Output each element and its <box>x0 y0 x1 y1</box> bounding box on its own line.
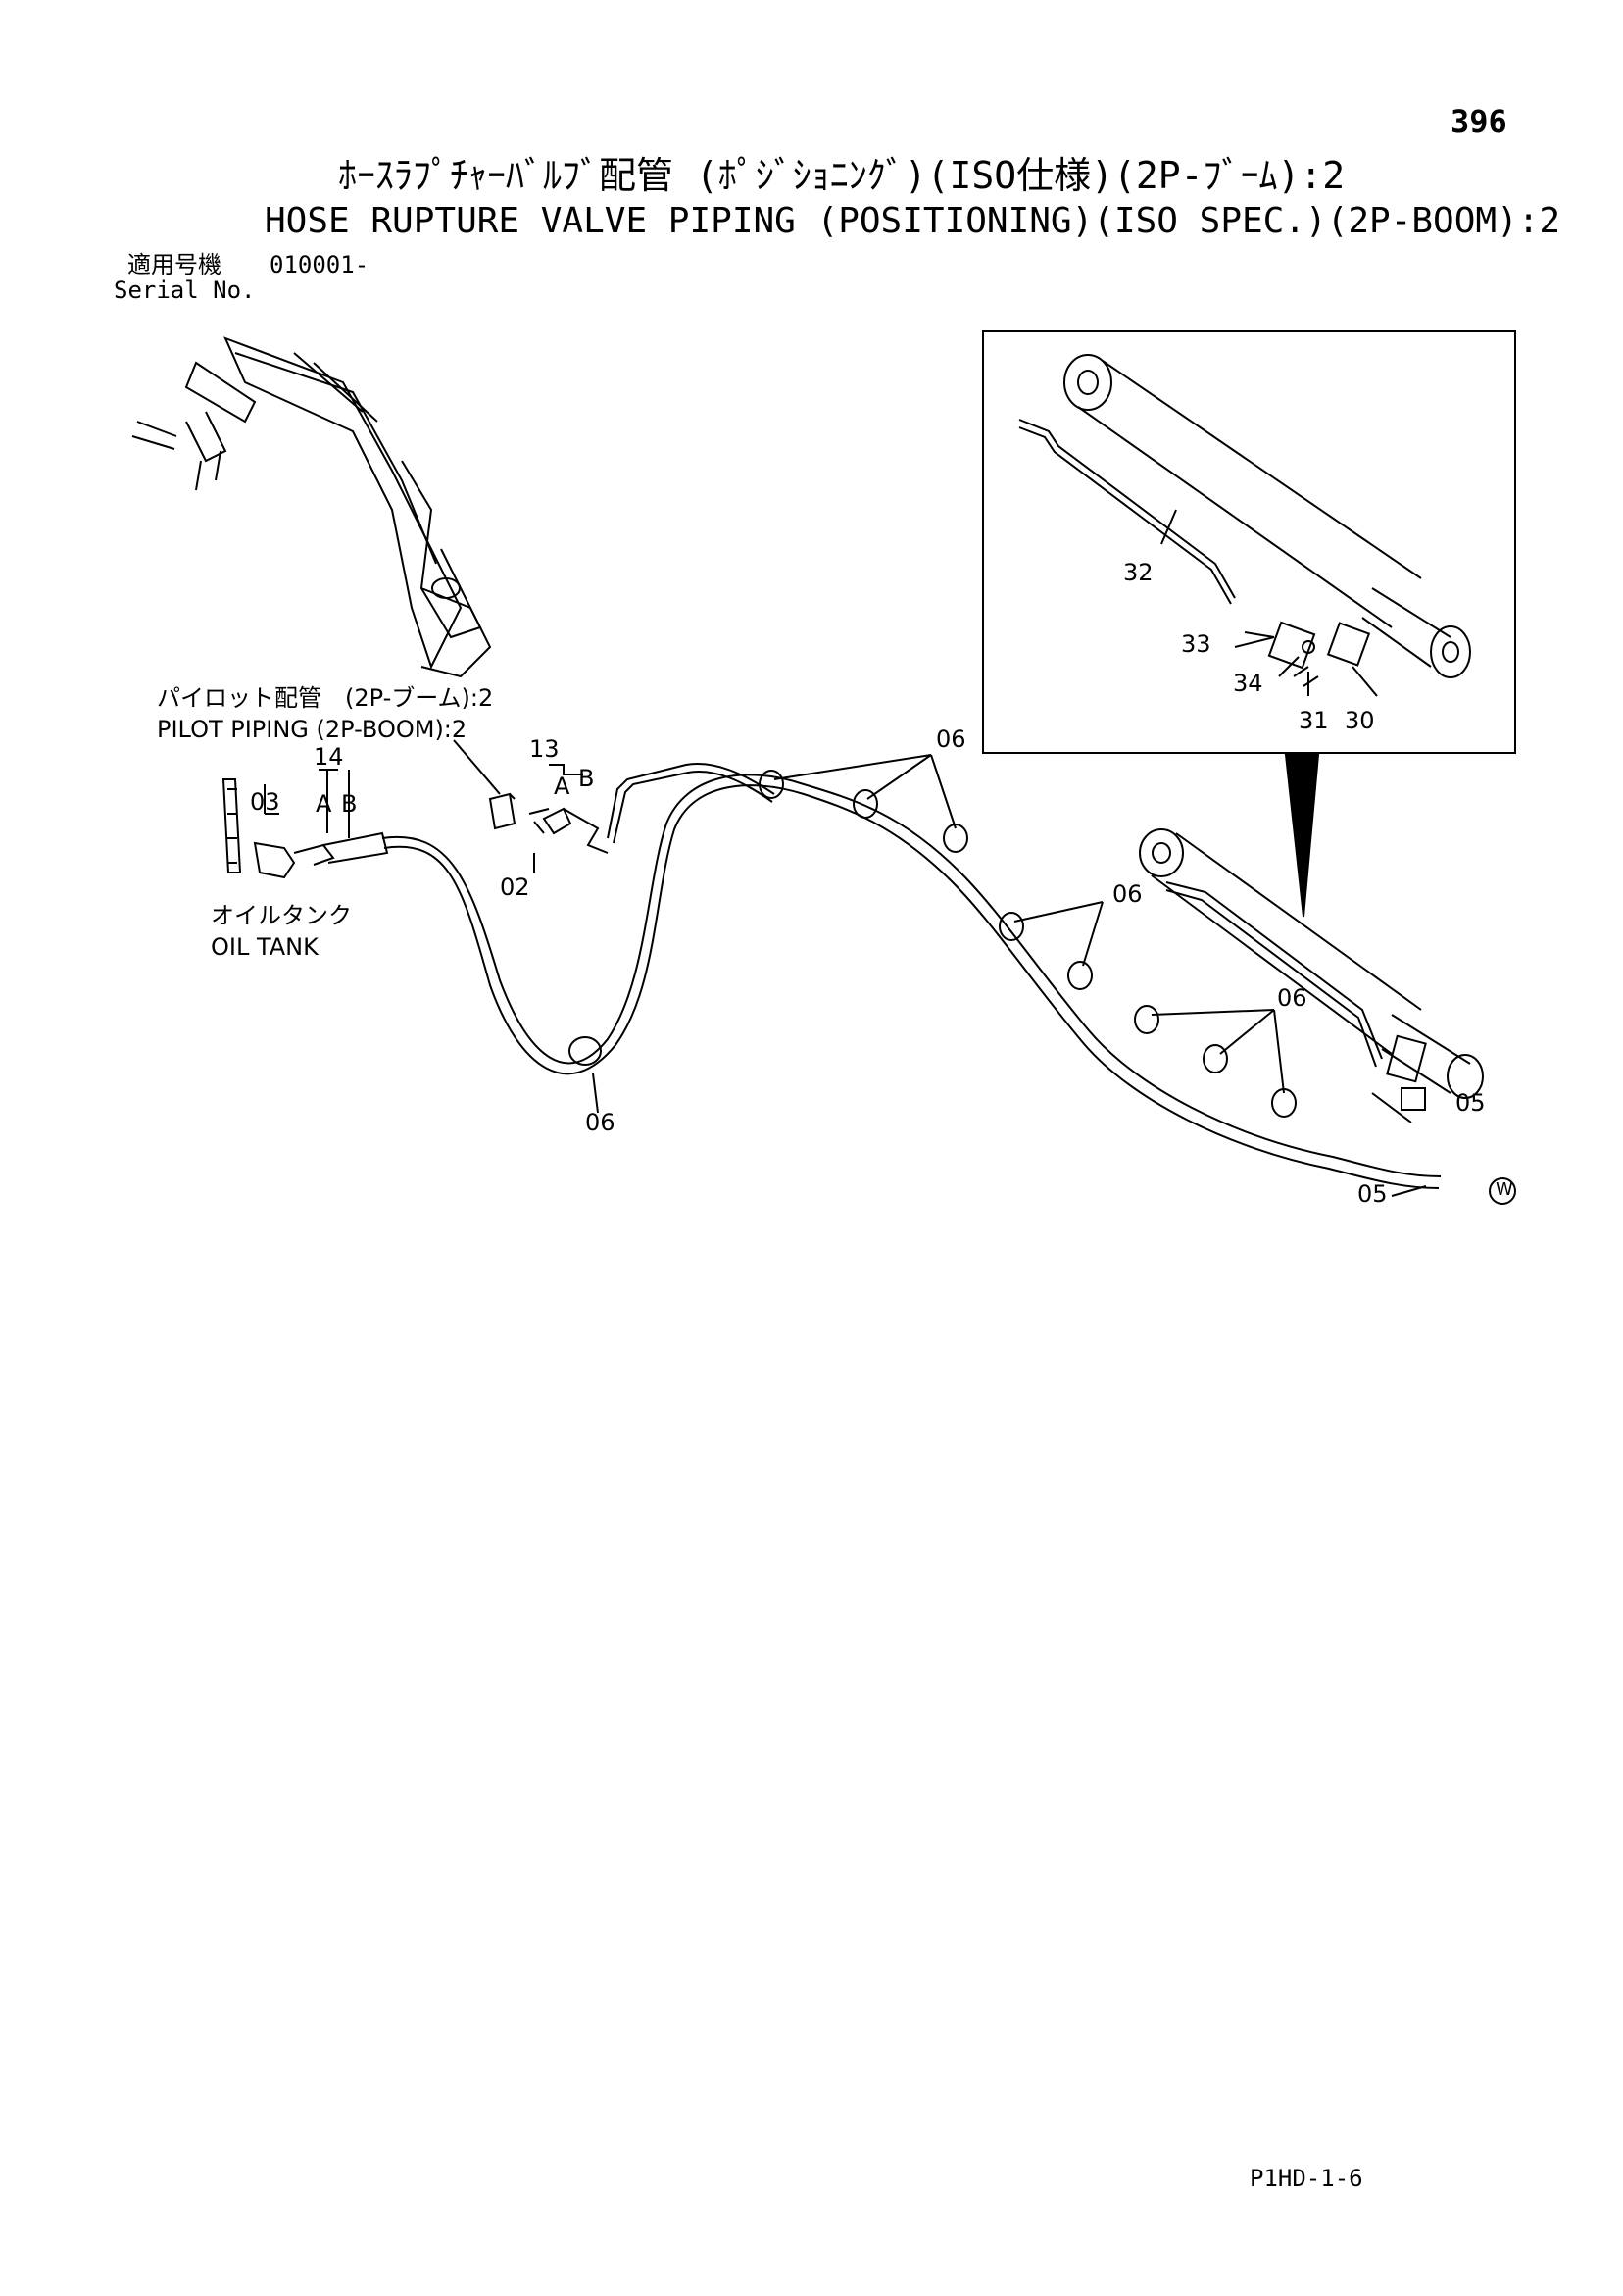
excavator-sketch <box>131 336 492 678</box>
callout-13: 13 <box>529 735 560 763</box>
callout-b-left: B <box>341 790 358 818</box>
hose-clamps <box>568 770 1297 1118</box>
callout-a-left: A <box>316 790 332 818</box>
title-english: HOSE RUPTURE VALVE PIPING (POSITIONING)(… <box>265 201 1561 241</box>
serial-label-english: Serial No. <box>114 276 256 304</box>
callout-14: 14 <box>314 743 344 771</box>
inset-cylinder <box>1018 354 1471 687</box>
callout-33: 33 <box>1181 630 1211 658</box>
w-mark-circle <box>1489 1177 1516 1205</box>
callout-06-bottom: 06 <box>585 1109 615 1136</box>
callout-34: 34 <box>1233 670 1263 697</box>
serial-number-value: 010001- <box>270 251 369 278</box>
w-mark: W <box>1496 1179 1513 1200</box>
callout-06-right: 06 <box>1277 984 1307 1012</box>
title-japanese: ﾎｰｽﾗﾌﾟﾁｬｰﾊﾞﾙﾌﾞ配管 (ﾎﾟｼﾞｼｮﾆﾝｸﾞ)(ISO仕様)(2P-… <box>338 154 1346 197</box>
oil-tank-fitting <box>221 778 389 879</box>
callout-06-mid: 06 <box>1112 880 1143 908</box>
boom-cylinder <box>1139 828 1484 1111</box>
oil-tank-label-english: OIL TANK <box>211 933 319 961</box>
callout-a-right: A <box>554 773 570 800</box>
callout-03: 03 <box>250 788 280 816</box>
valve-assembly <box>488 763 775 854</box>
callout-05-upper: 05 <box>1455 1089 1486 1117</box>
detail-inset-box <box>982 330 1516 754</box>
callout-b-right: B <box>578 765 595 792</box>
oil-tank-label-japanese: オイルタンク <box>211 902 352 929</box>
callout-31: 31 <box>1299 707 1329 734</box>
pilot-piping-label-english: PILOT PIPING (2P-BOOM):2 <box>157 716 467 743</box>
inset-pointer <box>1284 754 1320 918</box>
pilot-piping-label-japanese: パイロット配管 (2P-ブーム):2 <box>157 684 494 712</box>
callout-32: 32 <box>1123 559 1154 586</box>
page-number: 396 <box>1451 103 1507 140</box>
serial-label-japanese: 適用号機 <box>127 251 221 278</box>
callout-02: 02 <box>500 873 530 901</box>
callout-05-lower: 05 <box>1357 1180 1388 1208</box>
callout-06-top: 06 <box>936 725 966 753</box>
callout-30: 30 <box>1345 707 1375 734</box>
footer-code: P1HD-1-6 <box>1250 2165 1363 2192</box>
